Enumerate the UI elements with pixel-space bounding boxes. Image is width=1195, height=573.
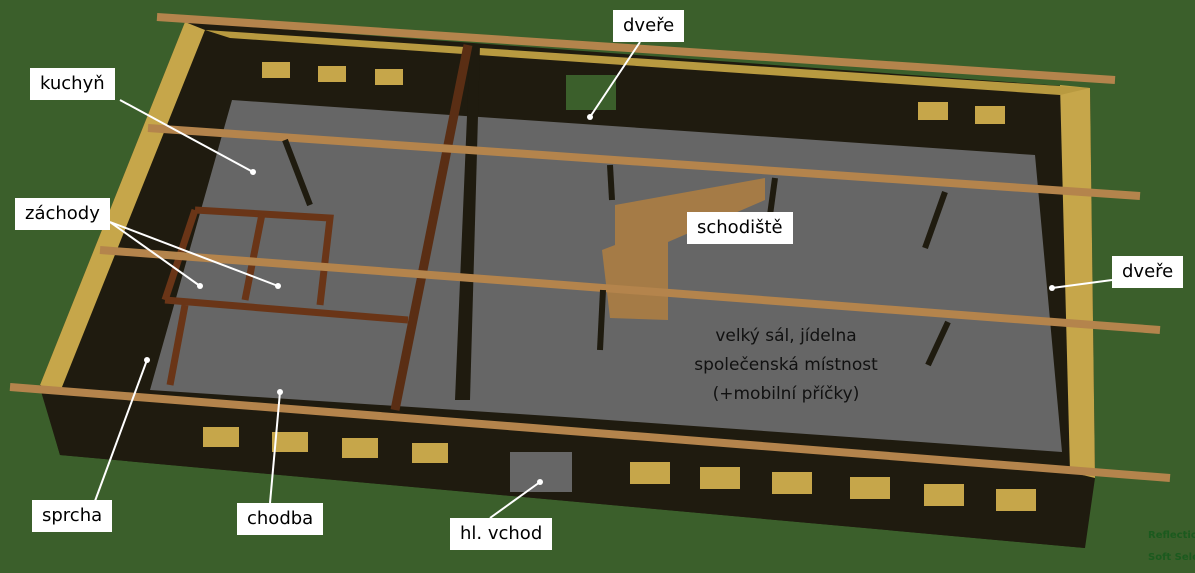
back-wall-top: [205, 30, 1090, 95]
interior-wall: [455, 45, 480, 400]
label-main-hall: velký sál, jídelna společenská místnost …: [686, 322, 886, 409]
back-windows: [262, 62, 1005, 124]
label-kitchen: kuchyň: [30, 68, 115, 100]
main-entrance-opening: [510, 452, 572, 492]
hall-line-2: společenská místnost: [694, 355, 878, 375]
label-stairs: schodiště: [687, 212, 793, 244]
leader-lines: [94, 41, 1113, 519]
tall-post: [390, 44, 473, 411]
back-door-opening: [566, 75, 616, 110]
leader-dots: [144, 114, 1055, 485]
status-reflection: Reflectio: [1148, 530, 1195, 541]
label-toilets: záchody: [15, 198, 110, 230]
hall-line-1: velký sál, jídelna: [715, 326, 857, 346]
roof-beams: [9, 13, 1171, 482]
label-door-top: dveře: [613, 10, 685, 42]
left-wall-top: [40, 22, 205, 392]
status-soft-selection: Soft Sele: [1148, 552, 1195, 563]
front-windows: [203, 427, 1036, 511]
label-shower: sprcha: [32, 500, 113, 532]
hall-line-3: (+mobilní příčky): [712, 384, 860, 404]
label-door-right: dveře: [1112, 256, 1184, 288]
right-wall-top: [1060, 85, 1095, 478]
label-main-entrance: hl. vchod: [450, 518, 553, 550]
label-corridor: chodba: [237, 503, 324, 535]
